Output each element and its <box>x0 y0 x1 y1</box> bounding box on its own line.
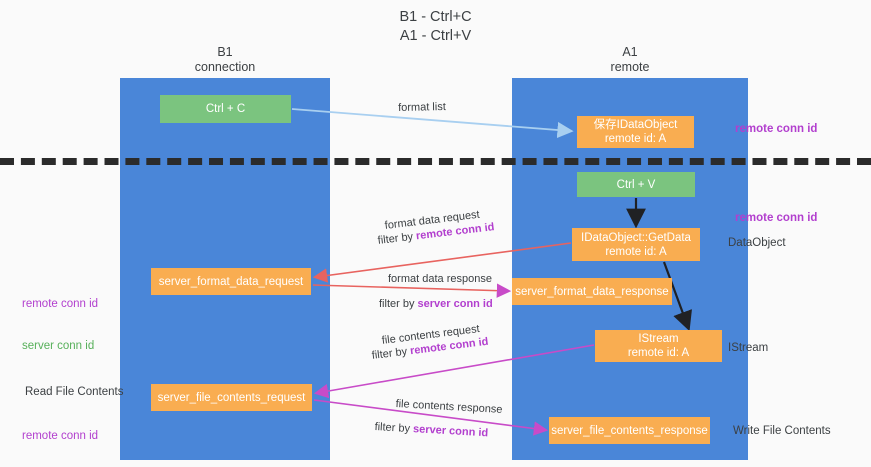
node-istream[interactable]: IStream remote id: A <box>595 330 722 362</box>
annotation-remote-conn-id-mid: remote conn id <box>735 212 818 224</box>
annotation-left-conn-ids-2: remote conn id server conn id <box>22 401 98 467</box>
node-getdata-sub: remote id: A <box>605 245 667 258</box>
annotation-remote-conn-id-top: remote conn id <box>735 123 818 135</box>
annotation-remote-conn-id-2: remote conn id <box>22 430 99 442</box>
column-header-a1: A1 remote <box>610 45 650 74</box>
annotation-read-file-contents: Read File Contents <box>25 386 124 398</box>
node-server-format-data-response-label: server_format_data_response <box>515 285 669 298</box>
column-header-b1: B1 connection <box>194 45 256 74</box>
edge-label-file-contents-response: file contents response <box>395 397 503 416</box>
filter-prefix: filter by <box>371 345 411 362</box>
node-ctrl-v-label: Ctrl + V <box>616 178 656 191</box>
node-ctrl-c-label: Ctrl + C <box>205 103 246 115</box>
node-server-format-data-request-label: server_format_data_request <box>158 275 304 288</box>
node-istream-sub: remote id: A <box>627 347 690 359</box>
node-ctrl-c[interactable]: Ctrl + C <box>160 95 291 123</box>
node-server-file-contents-response-label: server_file_contents_response <box>551 424 708 437</box>
node-server-file-contents-request[interactable]: server_file_contents_request <box>151 384 312 411</box>
annotation-remote-conn-id-1: remote conn id <box>22 298 99 310</box>
node-server-file-contents-request-label: server_file_contents_request <box>157 391 306 404</box>
filter-prefix: filter by <box>379 298 418 310</box>
annotation-istream: IStream <box>728 342 769 354</box>
filter-key-server-conn-id: server conn id <box>412 423 489 440</box>
annotation-left-conn-ids-1: remote conn id server conn id <box>22 269 98 381</box>
node-server-format-data-request[interactable]: server_format_data_request <box>151 268 311 295</box>
node-idataobject-label: 保存IDataObject <box>593 119 678 131</box>
node-istream-label: IStream <box>638 333 679 345</box>
node-idataobject-sub: remote id: A <box>604 133 667 145</box>
node-server-format-data-response[interactable]: server_format_data_response <box>512 278 672 305</box>
node-getdata-label: IDataObject::GetData <box>581 231 691 244</box>
phase-divider <box>0 158 871 165</box>
edge-label-format-data-response-filter: filter by server conn id <box>379 297 493 311</box>
annotation-dataobject: DataObject <box>728 237 786 249</box>
node-server-file-contents-response[interactable]: server_file_contents_response <box>549 417 710 444</box>
filter-prefix: filter by <box>374 420 414 436</box>
node-idataobject[interactable]: 保存IDataObject remote id: A <box>577 116 694 148</box>
edge-label-format-data-response: format data response <box>388 273 492 285</box>
filter-key-server-conn-id: server conn id <box>417 298 493 310</box>
edge-label-file-contents-response-filter: filter by server conn id <box>374 420 488 440</box>
filter-prefix: filter by <box>377 230 417 247</box>
edge-label-format-list: format list <box>398 101 446 114</box>
node-ctrl-v[interactable]: Ctrl + V <box>577 172 695 197</box>
annotation-server-conn-id-1: server conn id <box>22 340 95 352</box>
page-title: B1 - Ctrl+C A1 - Ctrl+V <box>399 9 472 44</box>
node-idataobject-getdata[interactable]: IDataObject::GetData remote id: A <box>572 228 700 261</box>
annotation-write-file-contents: Write File Contents <box>733 425 831 437</box>
